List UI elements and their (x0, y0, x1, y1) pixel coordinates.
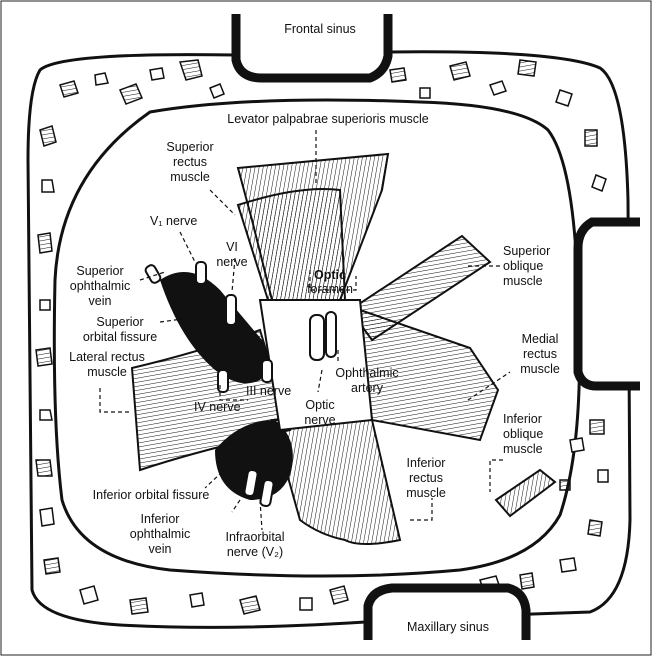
medial-rectus-label: Medial rectus muscle (500, 332, 580, 377)
iii-nerve-label: III nerve (246, 384, 316, 399)
superior-oblique-label: Superior oblique muscle (503, 244, 593, 289)
infraorbital-nerve-label: Infraorbital nerve (V₂) (200, 530, 310, 560)
superior-ophthalmic-vein-label: Superior ophthalmic vein (55, 264, 145, 309)
frontal-sinus-label: Frontal sinus (260, 22, 380, 37)
maxillary-sinus-label: Maxillary sinus (378, 620, 518, 635)
optic-nerve-label: Optic nerve (290, 398, 350, 428)
optic-nerve-shape (310, 312, 336, 360)
vi-nerve-label: VI nerve (212, 240, 252, 270)
superior-orbital-fissure-label: Superior orbital fissure (65, 315, 175, 345)
superior-rectus-label: Superior rectus muscle (150, 140, 230, 185)
v1-nerve-label: V₁ nerve (150, 214, 230, 229)
inferior-oblique-label: Inferior oblique muscle (503, 412, 593, 457)
lateral-rectus-label: Lateral rectus muscle (52, 350, 162, 380)
inferior-rectus-label: Inferior rectus muscle (386, 456, 466, 501)
ethmoid-sinus-label: Ethmoid sinus (618, 242, 632, 352)
optic-foramen-label-2: foramen (295, 282, 365, 297)
optic-foramen-label-1: Optic (300, 268, 360, 283)
inferior-ophthalmic-vein-label: Inferior ophthalmic vein (115, 512, 205, 557)
ophthalmic-artery-label: Ophthalmic artery (322, 366, 412, 396)
inferior-orbital-fissure-label: Inferior orbital fissure (66, 488, 236, 503)
iv-nerve-label: IV nerve (194, 400, 264, 415)
levator-label: Levator palpabrae superioris muscle (198, 112, 458, 127)
